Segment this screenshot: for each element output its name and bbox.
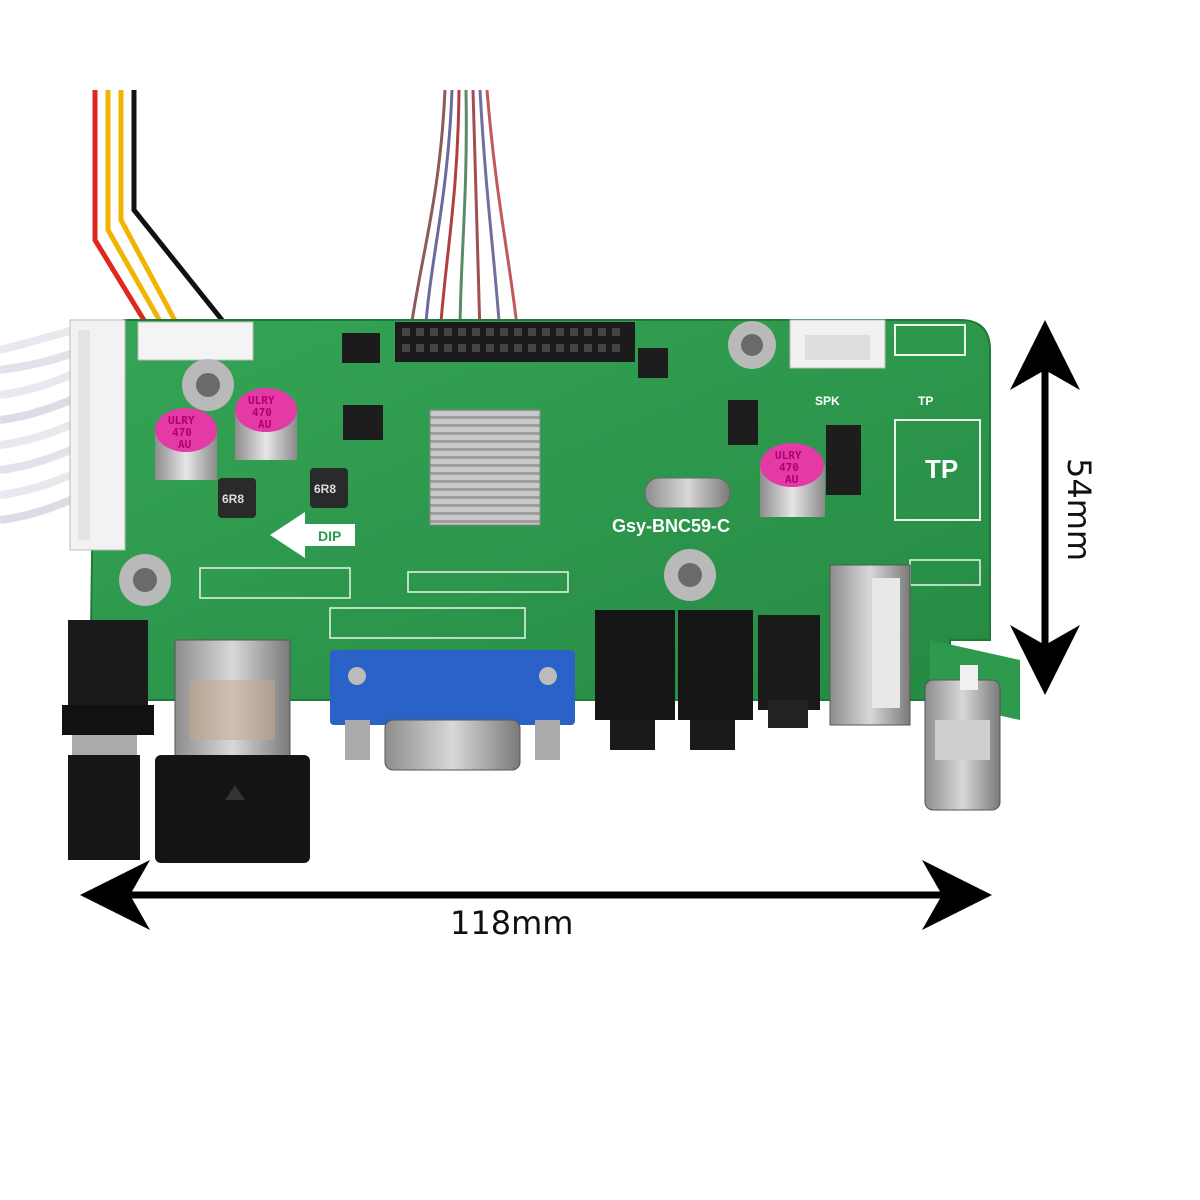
ic-chip-2	[826, 425, 861, 495]
capacitor-1: ULRY 470 AU	[155, 408, 217, 480]
capacitor-1-line1: ULRY	[168, 414, 195, 427]
audio-jack-2	[678, 610, 753, 750]
ic-chip-3	[728, 400, 758, 445]
inductor-2: 6R8	[310, 468, 348, 508]
width-label: 118mm	[450, 904, 573, 942]
capacitor-2-line3: AU	[258, 418, 272, 431]
audio-jack-1	[595, 610, 675, 750]
tp-small-label: TP	[918, 394, 933, 408]
vga-connector	[330, 650, 575, 771]
capacitor-1-line2: 470	[172, 426, 192, 439]
height-label: 54mm	[1060, 458, 1098, 561]
tp-header-outline	[894, 324, 966, 356]
svg-text:6R8: 6R8	[222, 492, 244, 506]
capacitor-3-line2: 470	[779, 461, 799, 474]
capacitor-2-line1: ULRY	[248, 394, 275, 407]
inductor-1: 6R8	[218, 478, 256, 518]
capacitor-3: ULRY 470 AU	[760, 443, 825, 517]
capacitor-3-line3: AU	[785, 473, 799, 486]
tp-large-label: TP	[925, 454, 958, 484]
usb-port	[829, 564, 911, 726]
ic-chip-4	[638, 348, 668, 378]
board-model-label: Gsy-BNC59-C	[612, 516, 730, 536]
power-header	[137, 321, 254, 361]
capacitor-2-line2: 470	[252, 406, 272, 419]
bnc-connector	[924, 640, 1020, 811]
crystal-oscillator	[644, 477, 731, 509]
mounting-holes	[119, 321, 776, 606]
header-row-1	[199, 567, 351, 599]
header-row-2	[407, 571, 569, 593]
capacitor-3-line1: ULRY	[775, 449, 802, 462]
svg-text:6R8: 6R8	[314, 482, 336, 496]
hdmi-connector	[155, 639, 310, 863]
speaker-label: SPK	[815, 394, 840, 408]
dip-arrow: DIP	[270, 512, 355, 558]
jumper-header	[342, 333, 380, 363]
heatsink	[429, 409, 541, 526]
power-wires	[92, 90, 232, 332]
dc-power-jack	[62, 620, 154, 860]
capacitor-2: ULRY 470 AU	[235, 388, 297, 460]
width-dimension: 118mm	[80, 860, 992, 942]
dip-label: DIP	[318, 528, 341, 544]
keypad-wires	[0, 321, 97, 524]
header-row-3	[329, 607, 526, 639]
lvds-cable	[408, 89, 520, 336]
ic-chip-1	[343, 405, 383, 440]
capacitor-1-line3: AU	[178, 438, 192, 451]
height-dimension: 54mm	[1010, 320, 1098, 695]
audio-jack-3	[758, 615, 820, 728]
